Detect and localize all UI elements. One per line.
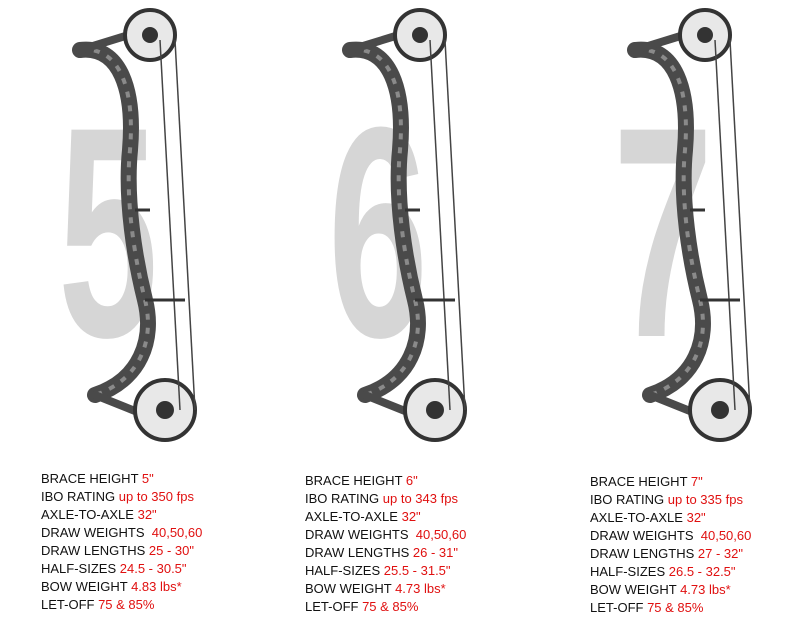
spec-label: DRAW WEIGHTS — [41, 525, 145, 540]
spec-let-off: LET-OFF 75 & 85% — [41, 596, 202, 614]
spec-label: LET-OFF — [590, 600, 644, 615]
bow-riser — [72, 26, 156, 419]
spec-value: 26 - 31" — [412, 545, 458, 560]
bow-riser — [627, 26, 711, 419]
spec-label: BRACE HEIGHT — [590, 474, 688, 489]
spec-label: AXLE-TO-AXLE — [305, 509, 398, 524]
spec-value: 32" — [686, 510, 706, 525]
spec-let-off: LET-OFF 75 & 85% — [590, 599, 751, 617]
spec-label: AXLE-TO-AXLE — [590, 510, 683, 525]
spec-label: BRACE HEIGHT — [305, 473, 403, 488]
spec-value: up to 343 fps — [382, 491, 458, 506]
spec-value: 25 - 30" — [148, 543, 194, 558]
spec-ibo-rating: IBO RATING up to 343 fps — [305, 490, 466, 508]
spec-let-off: LET-OFF 75 & 85% — [305, 598, 466, 616]
spec-label: AXLE-TO-AXLE — [41, 507, 134, 522]
spec-value: 5" — [141, 471, 154, 486]
spec-label: LET-OFF — [41, 597, 95, 612]
compound-bow-image — [72, 8, 197, 442]
spec-brace-height: BRACE HEIGHT 7" — [590, 473, 751, 491]
spec-label: DRAW WEIGHTS — [305, 527, 409, 542]
spec-draw-weights: DRAW WEIGHTS 40,50,60 — [305, 526, 466, 544]
spec-label: BOW WEIGHT — [41, 579, 128, 594]
bow-model-column-6: 6 BRACE HEIGHT 6" IBO RATING up to 343 f… — [290, 0, 550, 614]
spec-label: BOW WEIGHT — [590, 582, 677, 597]
spec-axle-to-axle: AXLE-TO-AXLE 32" — [305, 508, 466, 526]
spec-label: DRAW LENGTHS — [590, 546, 695, 561]
spec-value: 7" — [690, 474, 703, 489]
spec-half-sizes: HALF-SIZES 24.5 - 30.5" — [41, 560, 202, 578]
spec-brace-height: BRACE HEIGHT 5" — [41, 470, 202, 488]
bow-riser — [342, 26, 426, 419]
spec-value: 27 - 32" — [697, 546, 743, 561]
spec-draw-weights: DRAW WEIGHTS 40,50,60 — [590, 527, 751, 545]
spec-ibo-rating: IBO RATING up to 335 fps — [590, 491, 751, 509]
spec-value: 40,50,60 — [412, 527, 467, 542]
spec-value: 32" — [401, 509, 421, 524]
bow-model-column-7: 7 BRACE HEIGHT 7" IBO RATING up to 335 f… — [575, 0, 800, 615]
spec-label: DRAW LENGTHS — [305, 545, 410, 560]
spec-value: up to 350 fps — [118, 489, 194, 504]
spec-ibo-rating: IBO RATING up to 350 fps — [41, 488, 202, 506]
spec-draw-lengths: DRAW LENGTHS 25 - 30" — [41, 542, 202, 560]
cable — [429, 39, 451, 411]
spec-value: 4.83 lbs* — [131, 579, 182, 594]
spec-value: 24.5 - 30.5" — [119, 561, 187, 576]
compound-bow-image — [342, 8, 467, 442]
bowstring — [174, 39, 196, 411]
spec-value: 4.73 lbs* — [680, 582, 731, 597]
spec-list: BRACE HEIGHT 7" IBO RATING up to 335 fps… — [590, 473, 751, 617]
spec-label: DRAW WEIGHTS — [590, 528, 694, 543]
spec-bow-weight: BOW WEIGHT 4.73 lbs* — [590, 581, 751, 599]
spec-half-sizes: HALF-SIZES 26.5 - 32.5" — [590, 563, 751, 581]
spec-value: up to 335 fps — [667, 492, 743, 507]
bow-model-column-5: 5 BRACE HEIGHT 5" IBO RATING up to 350 f… — [20, 0, 280, 614]
spec-label: IBO RATING — [305, 491, 380, 506]
cable — [159, 39, 181, 411]
spec-label: IBO RATING — [590, 492, 665, 507]
spec-value: 75 & 85% — [362, 599, 419, 614]
bowstring — [444, 39, 466, 411]
spec-value: 25.5 - 31.5" — [383, 563, 451, 578]
spec-value: 75 & 85% — [647, 600, 704, 615]
spec-label: DRAW LENGTHS — [41, 543, 146, 558]
compound-bow-image — [627, 8, 752, 442]
spec-value: 40,50,60 — [697, 528, 752, 543]
spec-draw-weights: DRAW WEIGHTS 40,50,60 — [41, 524, 202, 542]
spec-label: BRACE HEIGHT — [41, 471, 139, 486]
spec-draw-lengths: DRAW LENGTHS 26 - 31" — [305, 544, 466, 562]
spec-value: 6" — [405, 473, 418, 488]
spec-list: BRACE HEIGHT 6" IBO RATING up to 343 fps… — [305, 472, 466, 616]
spec-label: HALF-SIZES — [590, 564, 666, 579]
spec-bow-weight: BOW WEIGHT 4.73 lbs* — [305, 580, 466, 598]
spec-brace-height: BRACE HEIGHT 6" — [305, 472, 466, 490]
spec-label: LET-OFF — [305, 599, 359, 614]
spec-value: 4.73 lbs* — [395, 581, 446, 596]
spec-value: 40,50,60 — [148, 525, 203, 540]
spec-value: 26.5 - 32.5" — [668, 564, 736, 579]
bowstring — [729, 39, 751, 411]
spec-label: HALF-SIZES — [41, 561, 117, 576]
spec-label: BOW WEIGHT — [305, 581, 392, 596]
spec-value: 75 & 85% — [98, 597, 155, 612]
spec-axle-to-axle: AXLE-TO-AXLE 32" — [590, 509, 751, 527]
spec-label: HALF-SIZES — [305, 563, 381, 578]
spec-label: IBO RATING — [41, 489, 116, 504]
spec-value: 32" — [137, 507, 157, 522]
spec-axle-to-axle: AXLE-TO-AXLE 32" — [41, 506, 202, 524]
spec-draw-lengths: DRAW LENGTHS 27 - 32" — [590, 545, 751, 563]
spec-bow-weight: BOW WEIGHT 4.83 lbs* — [41, 578, 202, 596]
spec-half-sizes: HALF-SIZES 25.5 - 31.5" — [305, 562, 466, 580]
cable — [714, 39, 736, 411]
spec-list: BRACE HEIGHT 5" IBO RATING up to 350 fps… — [41, 470, 202, 614]
